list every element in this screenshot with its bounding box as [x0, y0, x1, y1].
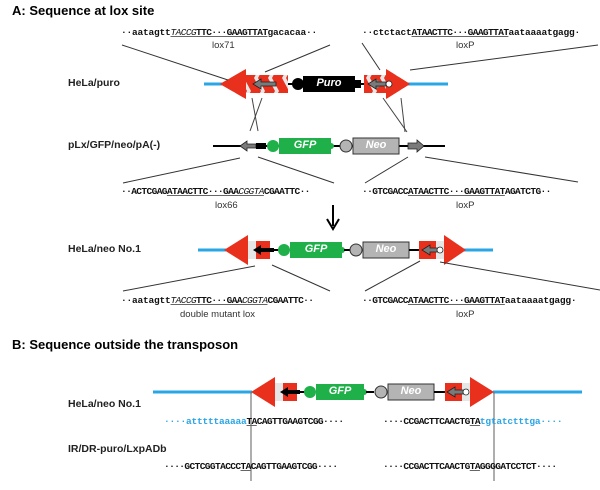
neo-gene-label: Neo	[365, 139, 387, 151]
gfp-gene-box	[316, 384, 364, 400]
callout-lines-mid	[122, 156, 579, 184]
sequence-b-hela-right: ····CCGACTTCAACTGTAtgtatctttga····	[383, 416, 563, 427]
gfp-gene-box	[279, 138, 331, 154]
gfp-gene-label: GFP	[304, 243, 328, 255]
construct-plx	[213, 137, 445, 155]
section-a-title: A: Sequence at lox site	[12, 3, 155, 18]
callout-lines-top	[121, 42, 599, 81]
crossover-lines	[249, 97, 408, 133]
ta-duplication: TA	[469, 461, 481, 472]
promoter-circle	[374, 385, 388, 399]
callout-lines-bottom	[122, 260, 600, 292]
label-loxp-bottom: loxP	[456, 309, 475, 320]
row-label-plx: pLx/GFP/neo/pA(-)	[68, 139, 161, 151]
label-lox71: lox71	[212, 40, 235, 51]
lox-arrow-icon	[280, 387, 300, 397]
promoter-circle	[304, 386, 316, 398]
label-loxp-top: loxP	[456, 40, 475, 51]
sequence-b-ir-right: ····CCGACTTCAACTGTAGGGGATCCTCT····	[383, 461, 557, 472]
construct-hela-neo-a	[198, 235, 493, 265]
promoter-circle	[267, 140, 279, 152]
sequence-loxp-top: ··ctctactATAACTTC···GAAGTTATaataaaatgagg…	[362, 27, 580, 38]
mutation-right-arm: CGGTA	[238, 186, 264, 197]
label-double-mutant-lox: double mutant lox	[180, 309, 255, 320]
row-label-ir-dr: IR/DR-puro/LxpADb	[68, 443, 167, 455]
mutation-left-arm: TACCG	[170, 27, 197, 38]
label-lox66: lox66	[215, 200, 238, 211]
label-loxp-mid: loxP	[456, 200, 475, 211]
mutation-right-arm: CGGTA	[241, 295, 268, 306]
promoter-circle	[292, 78, 304, 90]
lox-arrow-icon	[239, 140, 257, 152]
sequence-double-mutant-lox: ··aatagttTACCGTTC···GAACGGTACGAATTC··	[121, 295, 314, 306]
puro-gene-box	[303, 76, 355, 92]
sequence-b-hela-left: ····atttttaaaaaTACAGTTGAAGTCGG····	[164, 416, 344, 427]
promoter-circle	[278, 244, 290, 256]
neo-gene-label: Neo	[400, 385, 422, 397]
gfp-gene-label: GFP	[328, 385, 352, 397]
neo-gene-box	[352, 137, 400, 155]
genomic-flank: tgtatctttga····	[479, 416, 563, 427]
lox-arrow-icon	[253, 245, 274, 255]
promoter-circle	[349, 243, 363, 257]
lox-arrow-icon	[252, 78, 277, 90]
gfp-gene-label: GFP	[293, 139, 317, 151]
ta-duplication: TA	[240, 461, 252, 472]
ir-arrow-left	[251, 377, 275, 407]
sequence-lox66: ··ACTCGAGATAACTTC···GAACGGTACGAATTC··	[121, 186, 310, 197]
sequence-loxp-mid: ··GTCGACCATAACTTC···GAAGTTATAGATCTG··	[362, 186, 551, 197]
neo-gene-label: Neo	[375, 243, 397, 255]
gfp-gene-box	[290, 242, 342, 258]
row-label-hela-neo: HeLa/neo No.1	[68, 243, 141, 255]
puro-gene-label: Puro	[316, 77, 342, 89]
promoter-circle	[339, 139, 353, 153]
lox-arrow-icon	[407, 139, 425, 153]
ir-arrow-right	[470, 377, 494, 407]
row-label-hela-puro: HeLa/puro	[68, 77, 120, 89]
row-label-b-hela-neo: HeLa/neo No.1	[68, 398, 141, 410]
genomic-flank: ····atttttaaaaa	[164, 416, 247, 427]
mutation-left-arm: TACCG	[170, 295, 197, 306]
section-b-title: B: Sequence outside the transposon	[12, 337, 239, 352]
construct-hela-neo-b	[153, 377, 582, 407]
sequence-b-ir-left: ····GCTCGGTACCCTACAGTTGAAGTCGG····	[164, 461, 338, 472]
ta-duplication: TA	[246, 416, 258, 427]
sequence-lox71: ··aatagttTACCGTTC···GAAGTTATgacacaa··	[121, 27, 317, 38]
ta-duplication: TA	[469, 416, 481, 427]
arrow-down-icon	[326, 205, 340, 231]
ir-arrow-left	[224, 235, 248, 265]
sequence-loxp-bottom: ··GTCGACCATAACTTC···GAAGTTATaataaaatgagg…	[362, 295, 577, 306]
ir-arrow-right	[444, 235, 466, 265]
construct-hela-puro	[204, 69, 448, 99]
